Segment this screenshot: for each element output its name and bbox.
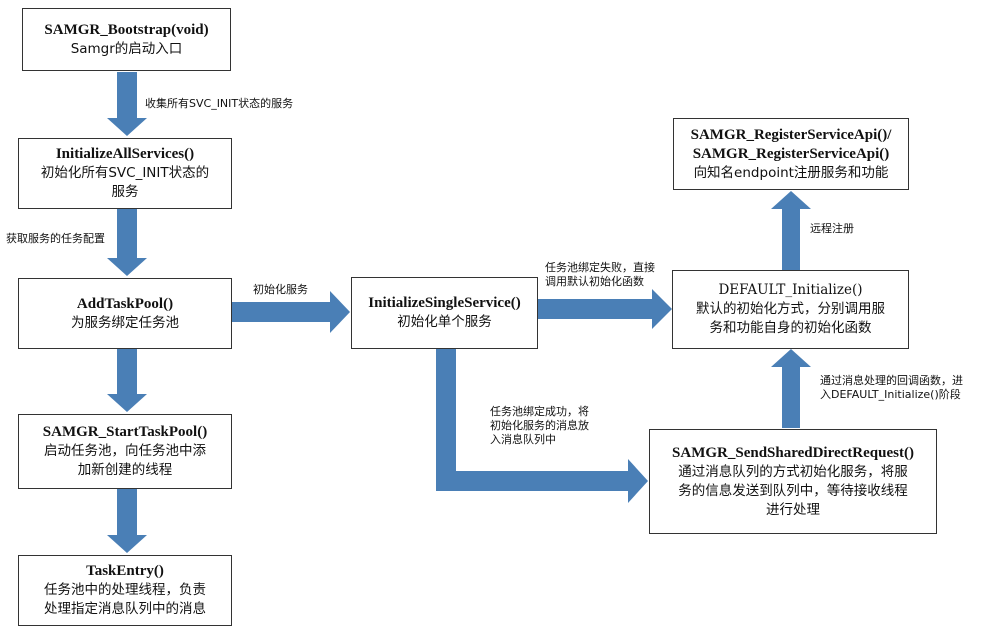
node-add-pool-title: AddTaskPool() — [76, 295, 174, 312]
arrow-shapes — [107, 72, 811, 553]
edge-label-bind-success-line-3: 入消息队列中 — [490, 433, 556, 446]
edge-label-callback-line-2: 入DEFAULT_Initialize()阶段 — [820, 388, 961, 401]
edge-label-bind-fail: 任务池绑定失败，直接 调用默认初始化函数 — [545, 261, 655, 289]
node-bootstrap: SAMGR_Bootstrap(void) Samgr的启动入口 — [22, 8, 231, 71]
node-start-pool-desc-line-2: 加新创建的线程 — [77, 462, 173, 478]
node-default-init-desc-line-1: 默认的初始化方式，分别调用服 — [696, 301, 885, 317]
edge-label-init-service: 初始化服务 — [253, 283, 308, 297]
edge-label-get-config-line-1: 获取服务的任务配置 — [6, 232, 105, 245]
edge-label-remote-register: 远程注册 — [810, 222, 854, 236]
node-send-shared: SAMGR_SendSharedDirectRequest() 通过消息队列的方… — [649, 429, 937, 534]
edge-label-remote-register-line-1: 远程注册 — [810, 222, 854, 235]
node-register-title-line-2: SAMGR_RegisterServiceApi() — [692, 145, 890, 162]
node-register-desc: 向知名endpoint注册服务和功能 — [693, 164, 889, 181]
edge-label-collect: 收集所有SVC_INIT状态的服务 — [145, 97, 293, 111]
node-bootstrap-desc: Samgr的启动入口 — [70, 40, 183, 57]
node-init-all-title: InitializeAllServices() — [55, 146, 195, 162]
node-register-title-line-1: SAMGR_RegisterServiceApi()/ — [690, 126, 892, 143]
node-task-entry: TaskEntry() 任务池中的处理线程，负责 处理指定消息队列中的消息 — [18, 555, 232, 626]
node-init-single-desc: 初始化单个服务 — [397, 314, 492, 330]
arrow-start-pool-to-task-entry — [107, 488, 147, 553]
arrow-init-single-to-default-init — [538, 289, 672, 329]
arrow-init-all-to-add-pool — [107, 209, 147, 276]
arrow-add-pool-to-init-single — [232, 291, 350, 333]
node-send-shared-title: SAMGR_SendSharedDirectRequest() — [672, 444, 914, 461]
edge-label-callback: 通过消息处理的回调函数，进 入DEFAULT_Initialize()阶段 — [820, 374, 963, 402]
arrow-send-shared-to-default-init — [771, 349, 811, 428]
node-init-all-desc-line-1: 初始化所有SVC_INIT状态的 — [40, 165, 210, 181]
node-start-pool-desc-line-1: 启动任务池，向任务池中添 — [44, 443, 206, 459]
node-init-single-title: InitializeSingleService() — [368, 295, 521, 311]
node-init-all-desc-line-2: 服务 — [111, 184, 139, 200]
node-send-shared-desc-line-2: 务的信息发送到队列中，等待接收线程 — [678, 482, 908, 499]
node-register: SAMGR_RegisterServiceApi()/ SAMGR_Regist… — [673, 118, 909, 190]
node-task-entry-desc-line-2: 处理指定消息队列中的消息 — [44, 601, 206, 617]
edge-label-bind-fail-line-1: 任务池绑定失败，直接 — [545, 261, 655, 274]
edge-label-get-config: 获取服务的任务配置 — [6, 232, 105, 246]
node-bootstrap-title: SAMGR_Bootstrap(void) — [44, 21, 209, 38]
node-task-entry-desc-line-1: 任务池中的处理线程，负责 — [44, 582, 206, 598]
node-default-init: DEFAULT_Initialize() 默认的初始化方式，分别调用服 务和功能… — [672, 270, 909, 349]
node-send-shared-desc-line-1: 通过消息队列的方式初始化服务，将服 — [678, 463, 908, 480]
node-add-pool: AddTaskPool() 为服务绑定任务池 — [18, 278, 232, 349]
arrow-init-single-to-send-shared — [436, 349, 648, 503]
edge-label-bind-success-line-1: 任务池绑定成功，将 — [490, 405, 589, 418]
node-start-pool-title: SAMGR_StartTaskPool() — [42, 424, 208, 440]
edge-label-collect-line-1: 收集所有SVC_INIT状态的服务 — [145, 97, 294, 110]
edge-label-bind-success-line-2: 初始化服务的消息放 — [490, 419, 589, 432]
node-send-shared-desc-line-3: 进行处理 — [766, 501, 820, 518]
node-init-all: InitializeAllServices() 初始化所有SVC_INIT状态的… — [18, 138, 232, 209]
edge-label-init-service-line-1: 初始化服务 — [253, 283, 308, 296]
node-default-init-title: DEFAULT_Initialize() — [718, 282, 863, 298]
node-add-pool-desc: 为服务绑定任务池 — [71, 314, 179, 331]
edge-label-callback-line-1: 通过消息处理的回调函数，进 — [820, 374, 963, 387]
node-init-single: InitializeSingleService() 初始化单个服务 — [351, 277, 538, 349]
node-task-entry-title: TaskEntry() — [86, 563, 164, 579]
arrow-bootstrap-to-init-all — [107, 72, 147, 136]
node-start-pool: SAMGR_StartTaskPool() 启动任务池，向任务池中添 加新创建的… — [18, 414, 232, 489]
node-default-init-desc-line-2: 务和功能自身的初始化函数 — [709, 320, 872, 336]
arrow-default-init-to-register — [771, 191, 811, 270]
edge-label-bind-success: 任务池绑定成功，将 初始化服务的消息放 入消息队列中 — [490, 405, 589, 447]
edge-label-bind-fail-line-2: 调用默认初始化函数 — [545, 275, 644, 288]
arrow-add-pool-to-start-pool — [107, 348, 147, 412]
